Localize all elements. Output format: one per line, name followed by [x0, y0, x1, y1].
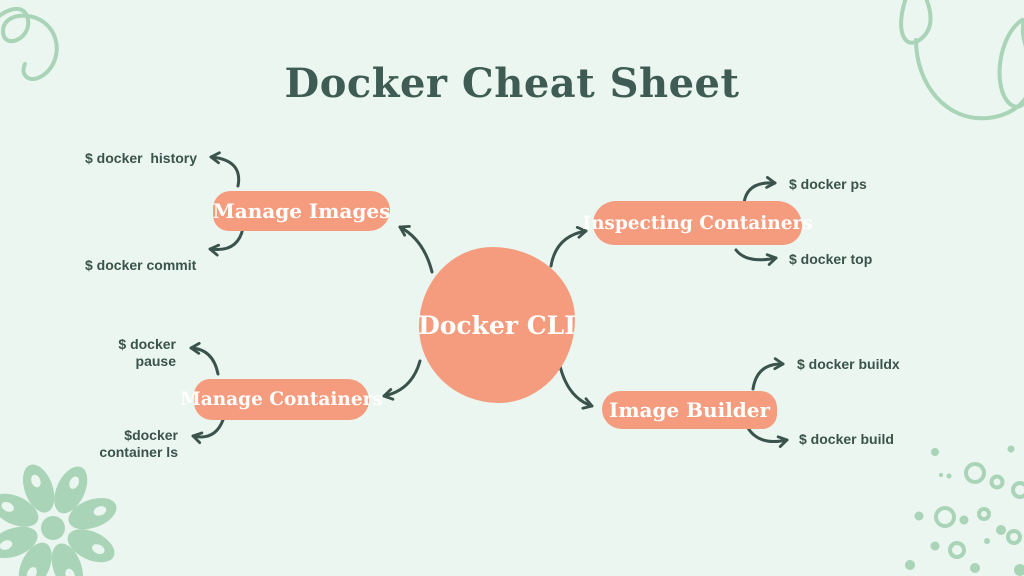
flower-decoration-bottom-left	[0, 464, 117, 576]
node-inspecting-containers: Inspecting Containers	[582, 201, 813, 245]
arrow-inspecting-to-top	[734, 248, 778, 266]
command-docker-commit: $ docker commit	[85, 257, 197, 273]
command-docker-history: $ docker history	[85, 150, 198, 166]
node-image-builder: Image Builder	[602, 391, 777, 429]
arrow-center-to-manage-containers	[382, 359, 422, 401]
node-image-builder-label: Image Builder	[608, 398, 771, 422]
command-docker-ps: $ docker ps	[789, 176, 867, 192]
node-manage-containers-label: Manage Containers	[180, 389, 383, 410]
arrow-center-to-image-builder	[558, 364, 594, 410]
command-docker-container-ls: $docker container ls	[99, 427, 178, 460]
squiggle-decoration-top-left	[0, 7, 59, 81]
command-docker-buildx: $ docker buildx	[797, 356, 900, 372]
arrow-inspecting-to-ps	[742, 176, 777, 205]
arrow-image-builder-to-buildx	[751, 357, 785, 391]
arrow-center-to-inspecting-containers	[549, 225, 588, 268]
arrow-image-builder-to-build	[746, 426, 789, 448]
node-manage-images-label: Manage Images	[212, 199, 391, 223]
node-manage-images: Manage Images	[213, 191, 390, 231]
arrow-manage-images-to-commit	[208, 226, 245, 257]
page-title: Docker Cheat Sheet	[284, 60, 740, 107]
arrow-manage-images-to-history	[209, 151, 241, 188]
arrow-manage-containers-to-pause	[189, 341, 220, 376]
arrow-manage-containers-to-container-ls	[191, 418, 225, 445]
squiggle-decoration-top-right	[899, 0, 1024, 121]
node-inspecting-containers-label: Inspecting Containers	[582, 212, 813, 234]
arrow-center-to-manage-images	[398, 225, 434, 274]
command-docker-build: $ docker build	[799, 431, 894, 447]
node-manage-containers: Manage Containers	[180, 379, 383, 420]
command-docker-pause: $ docker pause	[118, 336, 176, 369]
center-node-label: Docker CLI	[418, 310, 576, 340]
command-docker-top: $ docker top	[789, 251, 873, 267]
dots-decoration-bottom-right	[905, 445, 1024, 576]
center-node-docker-cli: Docker CLI	[418, 247, 576, 403]
